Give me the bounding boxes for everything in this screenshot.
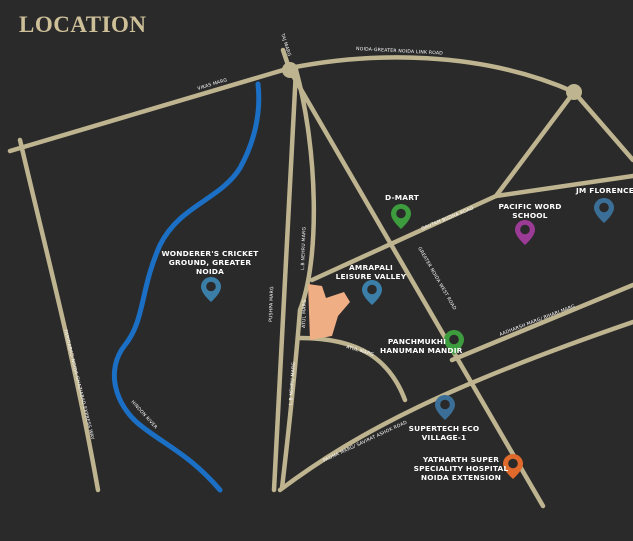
river-hindon [111, 81, 262, 493]
road-gautam-budha [309, 173, 633, 283]
road-pushpa-marg [271, 67, 299, 493]
label-gautam-budha: GAUTAM BUDHA ROAD [421, 205, 475, 232]
page-title: LOCATION [19, 12, 147, 37]
road-atul-marg-curve [297, 335, 408, 403]
map-pin-icon [391, 204, 411, 229]
label-expressway: FARIDABAD-NOIDA-GHAZIABAD EXPRESS WAY [62, 329, 95, 440]
map-pin-hole [599, 202, 609, 213]
road-padma-marg [277, 319, 633, 493]
map-pin-hole [520, 224, 530, 235]
map-pin-hole [440, 399, 450, 410]
label-taj-marg: TAJ MARG [279, 32, 292, 58]
road-vikas-marg [7, 65, 293, 154]
place-label-line: PANCHMUKHI [387, 337, 447, 346]
road-network [7, 47, 633, 509]
place-label-line: PACIFIC WORD [498, 202, 562, 211]
project-site [308, 284, 350, 340]
place-label-line: SCHOOL [512, 211, 548, 220]
road-aadharsh-marg [449, 282, 633, 363]
map-pin-hole [206, 281, 216, 292]
place-label-line: D-MART [384, 193, 419, 202]
label-aadharsh-marg: AADHARSH MARG/ BIHARI MARG [499, 303, 577, 338]
road-noida-greater-noida-link [287, 55, 577, 95]
map-pin-icon [503, 454, 523, 479]
label-lb-nehru-lower: L.B NEHRU MARG [288, 361, 297, 405]
place-label-line: VILLAGE-1 [421, 433, 467, 442]
map-pin-icon [362, 280, 382, 305]
road-expressway [17, 137, 101, 493]
roundabout-east [566, 84, 582, 100]
map-pin-hole [508, 458, 518, 469]
label-noida-greater-noida-link: NOIDA-GREATER NOIDA LINK ROAD [356, 46, 443, 57]
map-pin-icon [594, 198, 614, 223]
place-label-dmart: D-MART [370, 193, 434, 202]
place-label-line: YATHARTH SUPER [422, 455, 500, 464]
label-atul-marg-vertical: ATUL MARG [301, 299, 308, 328]
road-lb-nehru-marg [279, 67, 317, 491]
map-pin-icon [201, 277, 221, 302]
road-east-lower [493, 89, 577, 199]
place-label-line: LEISURE VALLEY [335, 272, 407, 281]
place-label-line: NOIDA EXTENSION [420, 473, 502, 482]
roundabout-west [282, 62, 298, 78]
map-pin-icon [515, 220, 535, 245]
place-label-jm-florence: JM FLORENCE [568, 186, 633, 195]
label-padma-marg: PADMA MARG/ SAVIRAT ASHOK ROAD [322, 419, 408, 463]
map-pin-icon [435, 395, 455, 420]
place-label-line: SUPERTECH ECO [408, 424, 480, 433]
place-label-line: NOIDA [195, 267, 225, 276]
road-greater-noida-west [289, 71, 546, 509]
map-pin-hole [367, 284, 377, 295]
place-label-line: WONDERER'S CRICKET [161, 249, 259, 258]
label-atul-marg-curve: ATUL MARG [345, 344, 374, 358]
place-label-line: HANUMAN MANDIR [380, 346, 463, 355]
map-pin-hole [449, 334, 459, 345]
road-east-upper [571, 89, 633, 163]
place-label-line: JM FLORENCE [575, 186, 633, 195]
place-label-line: GROUND, GREATER [168, 258, 252, 267]
place-markers [201, 198, 614, 479]
label-pushpa-marg: PUSHPA MARG [268, 286, 275, 322]
label-lb-nehru-upper: L.B NEHRU MARG [300, 227, 308, 271]
place-label-line: AMRAPALI [348, 263, 393, 272]
map-pin-hole [396, 208, 406, 219]
map-pin-icon [444, 330, 464, 355]
place-label-line: SPECIALITY HOSPITAL [413, 464, 509, 473]
